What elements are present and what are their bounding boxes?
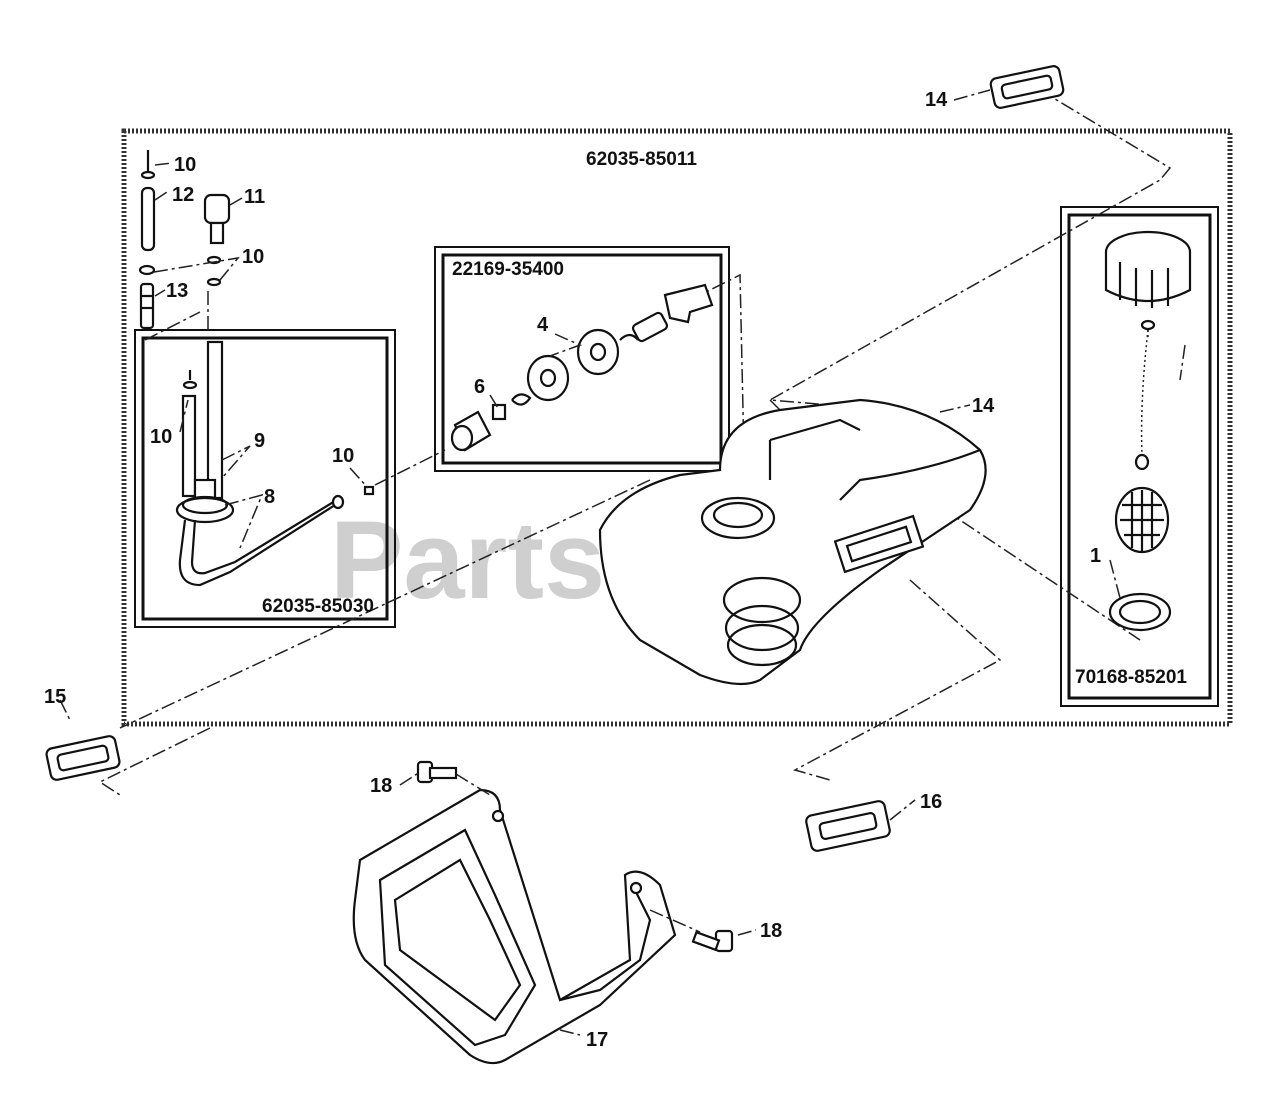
fuel-cap-assembly (1104, 230, 1192, 632)
bolt-left (416, 760, 491, 796)
fuel-line-parts (138, 150, 231, 330)
callout-12: 12 (172, 184, 194, 206)
fuel-tank (598, 398, 987, 686)
assembly-number-cap: 70168-85201 (1075, 667, 1187, 688)
grommet-top (989, 65, 1065, 109)
callout-1: 1 (1090, 545, 1101, 567)
tank-bracket (352, 788, 677, 1065)
grommet-right (805, 800, 891, 852)
callout-10-top: 10 (174, 154, 196, 176)
assembly-number-primer: 22169-35400 (452, 259, 564, 280)
callout-10-fuel-line: 10 (332, 445, 354, 467)
bolt-right (649, 909, 734, 953)
callout-11: 11 (244, 186, 265, 208)
callout-8: 8 (264, 486, 275, 508)
assembly-lines (98, 89, 1186, 796)
callout-4: 4 (537, 314, 549, 336)
callout-9: 9 (254, 430, 265, 452)
outer-assembly-box (121, 128, 1233, 727)
callout-15: 15 (44, 686, 66, 708)
cap-assembly-box (1060, 206, 1219, 707)
callout-leaders (59, 89, 1121, 1036)
callout-17: 17 (586, 1029, 608, 1051)
grommet-left (45, 735, 121, 781)
callout-6: 6 (474, 376, 485, 398)
primer-box (434, 246, 730, 472)
callout-18-left: 18 (370, 775, 392, 797)
callout-18-right: 18 (760, 920, 782, 942)
assembly-number-fuel-pickup: 62035-85030 (262, 596, 374, 617)
callout-10-mid: 10 (242, 246, 264, 268)
callout-10-left: 10 (150, 426, 172, 448)
assembly-number-outer: 62035-85011 (586, 149, 697, 170)
callout-13: 13 (166, 280, 188, 302)
callout-14-top: 14 (925, 89, 948, 111)
callout-14-tank: 14 (972, 395, 995, 417)
fuel-pickup-assembly (175, 340, 375, 587)
callout-16: 16 (920, 791, 942, 813)
primer-assembly (450, 283, 714, 452)
